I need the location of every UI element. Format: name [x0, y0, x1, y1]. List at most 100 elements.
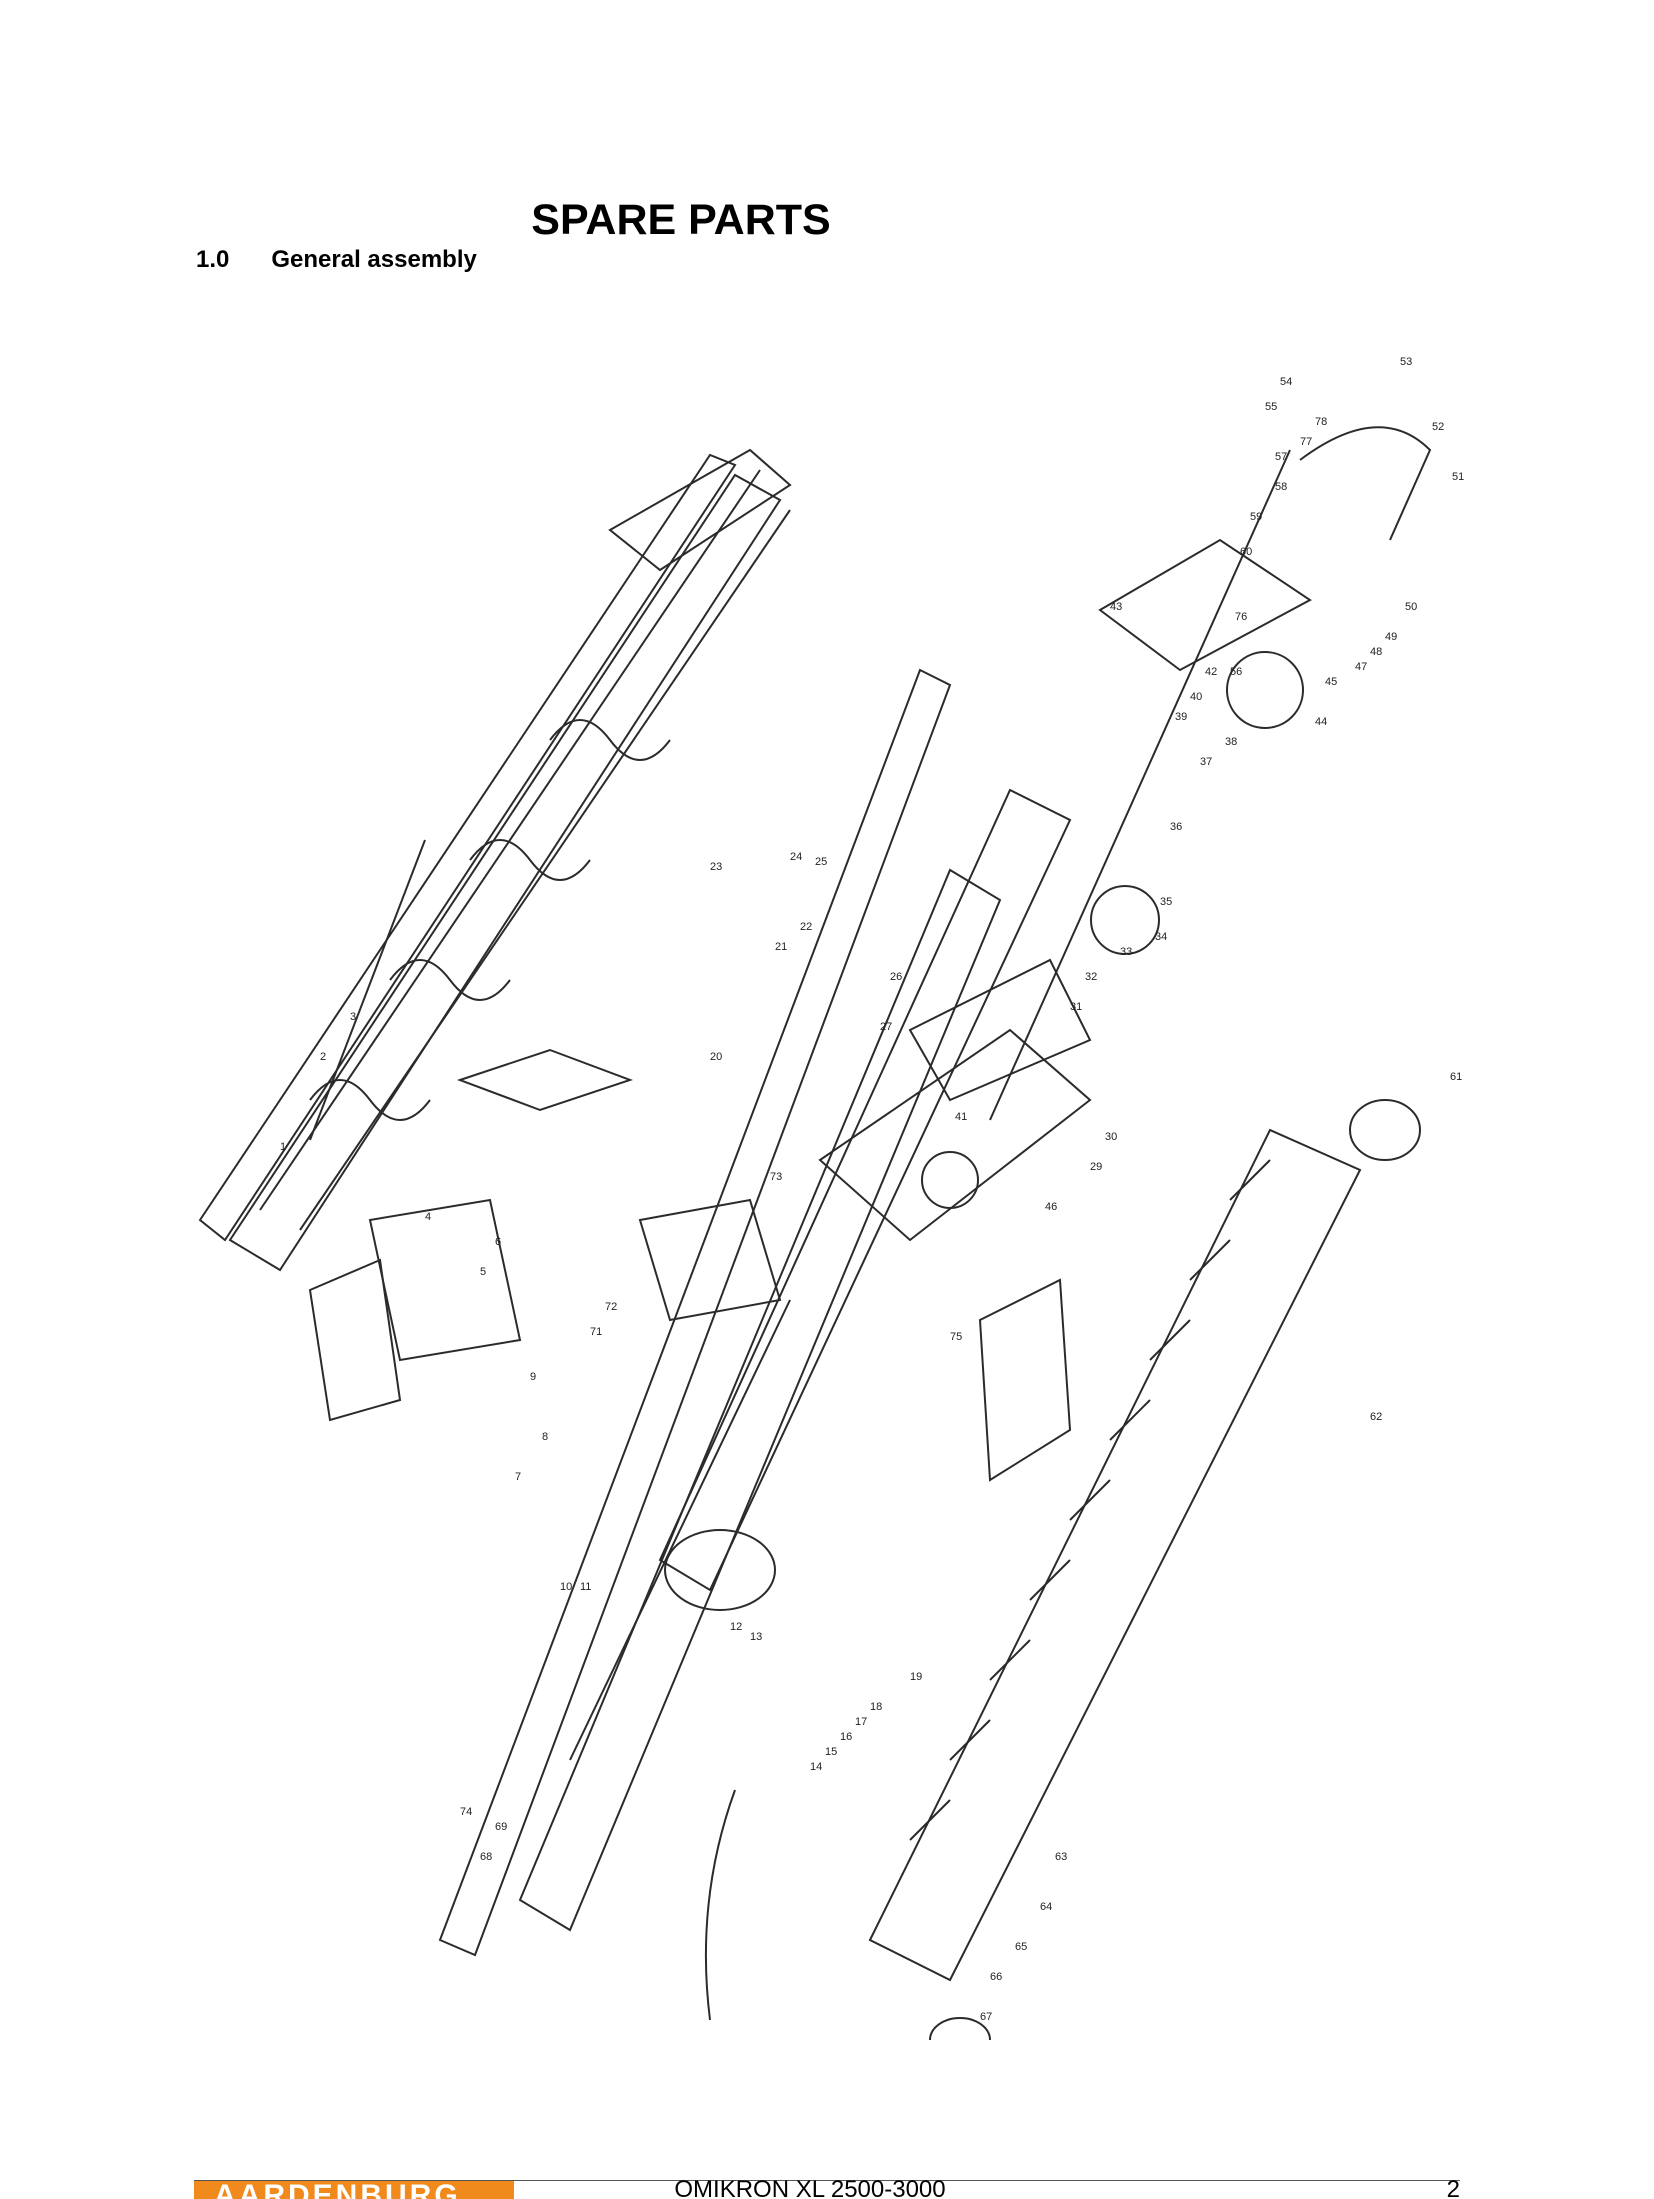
callout: 36 — [1170, 821, 1182, 833]
callout: 60 — [1240, 546, 1252, 558]
callout: 9 — [530, 1371, 536, 1383]
callout: 62 — [1370, 1411, 1382, 1423]
callout: 7 — [515, 1471, 521, 1483]
rotor-flange — [1349, 1099, 1421, 1161]
callout: 13 — [750, 1631, 762, 1643]
gearbox-drum — [664, 1529, 776, 1611]
callout: 6 — [495, 1236, 501, 1248]
callout: 24 — [790, 851, 802, 863]
callout: 3 — [350, 1011, 356, 1023]
roller-frame-rail — [198, 453, 737, 1242]
gearbox-plate — [818, 1028, 1092, 1242]
callout: 57 — [1275, 451, 1287, 463]
top-link-rod — [309, 839, 426, 1141]
page-number: 2 — [1446, 2178, 1460, 2199]
callout: 17 — [855, 1716, 867, 1728]
page-title: SPARE PARTS — [531, 196, 831, 244]
main-beam — [438, 668, 952, 1957]
gear-small — [921, 1151, 979, 1209]
drive-shaft — [569, 1299, 791, 1761]
callout: 69 — [495, 1821, 507, 1833]
brand-logo: AARDENBURG — [194, 2181, 514, 2199]
callout: 25 — [815, 856, 827, 868]
callout: 75 — [950, 1331, 962, 1343]
callout: 26 — [890, 971, 902, 983]
frame-hoop — [704, 1789, 736, 2021]
callout: 74 — [460, 1806, 472, 1818]
callout: 30 — [1105, 1131, 1117, 1143]
callout: 11 — [580, 1581, 591, 1593]
callout: 29 — [1090, 1161, 1102, 1173]
callout: 20 — [710, 1051, 722, 1063]
chain-cover — [1098, 538, 1312, 672]
main-frame — [518, 868, 1002, 1932]
callout: 33 — [1120, 946, 1132, 958]
callout: 54 — [1280, 376, 1292, 388]
callout: 22 — [800, 921, 812, 933]
section-heading: 1.0 General assembly — [196, 246, 477, 274]
frame-rail — [658, 788, 1072, 1592]
callout: 16 — [840, 1731, 852, 1743]
callout: 61 — [1450, 1071, 1462, 1083]
callout: 27 — [880, 1021, 892, 1033]
callout: 56 — [1230, 666, 1242, 678]
callout: 40 — [1190, 691, 1202, 703]
roller-bracket-top — [608, 448, 792, 572]
callout: 23 — [710, 861, 722, 873]
callout: 2 — [320, 1051, 326, 1063]
callout: 41 — [955, 1111, 967, 1123]
callout: 45 — [1325, 676, 1337, 688]
callout: 19 — [910, 1671, 922, 1683]
callout: 71 — [590, 1326, 602, 1338]
callout: 73 — [770, 1171, 782, 1183]
gearbox-housing — [638, 1198, 782, 1322]
gear-mid — [1090, 885, 1160, 955]
rotor-blades — [909, 1159, 1271, 1841]
roller-bars — [309, 719, 671, 1121]
callout: 72 — [605, 1301, 617, 1313]
callout: 1 — [280, 1141, 286, 1153]
gear-large — [1226, 651, 1304, 729]
rotor-tube — [868, 1128, 1362, 1982]
exploded-assembly-drawing: 1 2 3 4 5 6 7 8 9 10 11 12 13 14 15 16 1… — [190, 340, 1560, 2040]
callout: 18 — [870, 1701, 882, 1713]
roller-bracket-bottom — [308, 1258, 402, 1422]
long-shaft — [989, 449, 1291, 1121]
callout: 34 — [1155, 931, 1167, 943]
callout: 12 — [730, 1621, 742, 1633]
callout: 53 — [1400, 356, 1412, 368]
callout: 67 — [980, 2011, 992, 2023]
side-bracket — [368, 1198, 522, 1362]
callout: 35 — [1160, 896, 1172, 908]
callout: 65 — [1015, 1941, 1027, 1953]
callout: 50 — [1405, 601, 1417, 613]
callout: 38 — [1225, 736, 1237, 748]
callout: 43 — [1110, 601, 1122, 613]
callout: 51 — [1452, 471, 1464, 483]
callout: 39 — [1175, 711, 1187, 723]
callout: 37 — [1200, 756, 1212, 768]
part-callouts: 1 2 3 4 5 6 7 8 9 10 11 12 13 14 15 16 1… — [280, 356, 1464, 2023]
callout: 47 — [1355, 661, 1367, 673]
callout: 59 — [1250, 511, 1262, 523]
callout: 52 — [1432, 421, 1444, 433]
callout: 64 — [1040, 1901, 1052, 1913]
side-plate — [457, 1048, 633, 1112]
section-title: General assembly — [271, 246, 477, 273]
handle-bar — [1299, 426, 1432, 541]
callout: 55 — [1265, 401, 1277, 413]
roller-tube — [259, 469, 791, 1231]
callout: 5 — [480, 1266, 486, 1278]
callout: 63 — [1055, 1851, 1067, 1863]
callout: 58 — [1275, 481, 1287, 493]
callout: 15 — [825, 1746, 837, 1758]
callout: 42 — [1205, 666, 1217, 678]
callout: 44 — [1315, 716, 1327, 728]
callout: 78 — [1315, 416, 1327, 428]
callout: 4 — [425, 1211, 431, 1223]
roller-frame-face — [228, 473, 782, 1272]
drawing-linework — [198, 426, 1432, 2040]
callout: 77 — [1300, 436, 1312, 448]
callout: 10 — [560, 1581, 572, 1593]
gasket-plate — [908, 958, 1092, 1102]
